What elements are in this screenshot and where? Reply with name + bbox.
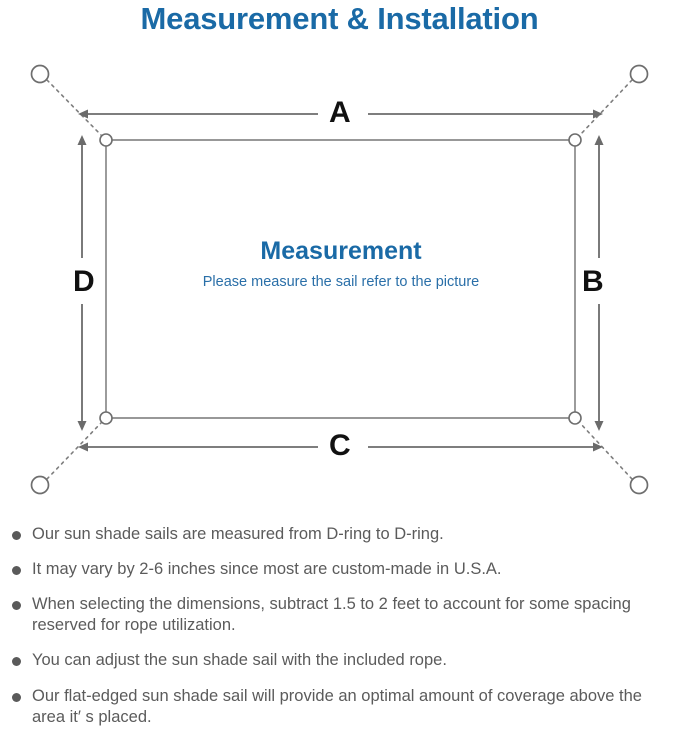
anchor-point-top-right: [629, 64, 649, 84]
anchor-point-bottom-right: [629, 475, 649, 495]
measurement-subtext: Please measure the sail refer to the pic…: [202, 273, 480, 290]
anchor-points: [30, 64, 649, 495]
dimension-label-b: B: [578, 261, 608, 303]
list-item: You can adjust the sun shade sail with t…: [0, 650, 679, 671]
dimension-label-d: D: [69, 261, 99, 303]
page-title: Measurement & Installation: [140, 1, 539, 36]
list-item: Our flat-edged sun shade sail will provi…: [0, 686, 679, 728]
anchor-point-bottom-left: [30, 475, 50, 495]
d-rings: [99, 133, 582, 425]
note-text: Our flat-edged sun shade sail will provi…: [32, 686, 642, 726]
note-text: When selecting the dimensions, subtract …: [32, 595, 631, 635]
measurement-diagram: A B C D Measurement Please measure the s…: [0, 48, 679, 518]
rope-line-top-right: [579, 79, 633, 136]
anchor-point-top-left: [30, 64, 50, 84]
bullet-icon: [12, 657, 21, 667]
note-text: You can adjust the sun shade sail with t…: [32, 651, 447, 670]
rope-lines: [46, 79, 633, 480]
bullet-icon: [12, 566, 21, 576]
measurement-heading: Measurement: [260, 237, 422, 265]
rope-line-top-left: [46, 79, 102, 136]
bullet-icon: [12, 531, 21, 540]
d-ring-bottom-right: [568, 411, 582, 425]
rope-line-bottom-right: [579, 422, 633, 480]
list-item: When selecting the dimensions, subtract …: [0, 594, 679, 636]
note-text: Our sun shade sails are measured from D-…: [32, 525, 444, 543]
bullet-icon: [12, 601, 21, 611]
diagram-canvas: [30, 64, 649, 495]
d-ring-top-left: [99, 133, 113, 147]
d-ring-bottom-left: [99, 411, 113, 425]
d-ring-top-right: [568, 133, 582, 147]
note-text: It may vary by 2-6 inches since most are…: [32, 560, 502, 579]
dimension-label-c: C: [322, 431, 358, 461]
sail-center-caption: Measurement Please measure the sail refe…: [106, 237, 576, 291]
notes-list: Our sun shade sails are measured from D-…: [0, 524, 679, 742]
list-item: It may vary by 2-6 inches since most are…: [0, 559, 679, 580]
dimension-label-a: A: [322, 98, 358, 128]
rope-line-bottom-left: [46, 422, 102, 480]
sail-shape: [105, 139, 576, 419]
bullet-icon: [12, 692, 21, 702]
list-item: Our sun shade sails are measured from D-…: [0, 524, 679, 545]
